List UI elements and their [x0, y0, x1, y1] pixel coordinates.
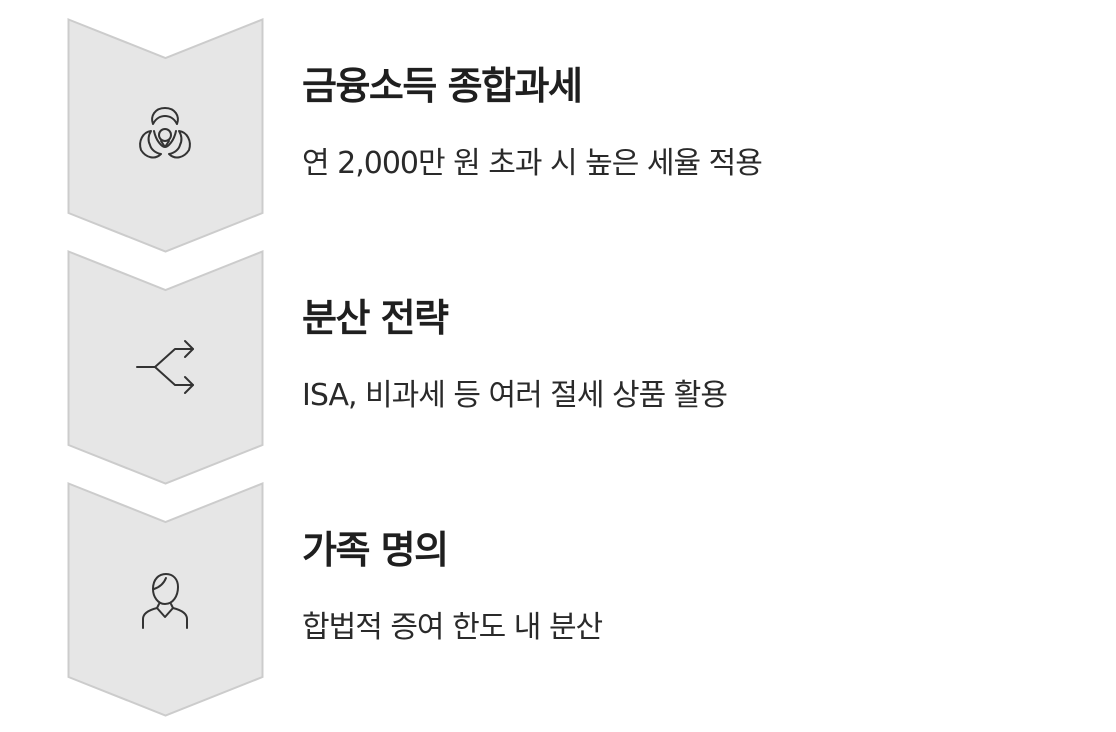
step-3-description: 합법적 증여 한도 내 분산 [302, 610, 603, 645]
biohazard-icon [133, 103, 197, 167]
step-3-title: 가족 명의 [302, 528, 449, 572]
step-2-description: ISA, 비과세 등 여러 절세 상품 활용 [302, 378, 728, 413]
step-1-title: 금융소득 종합과세 [302, 64, 583, 108]
chevron-shape [67, 482, 264, 717]
split-arrows-icon [133, 335, 197, 399]
person-icon [133, 567, 197, 631]
step-1-chevron [67, 18, 264, 253]
step-3-chevron [67, 482, 264, 717]
step-2-chevron [67, 250, 264, 485]
step-2-title: 분산 전략 [302, 296, 449, 340]
step-1-description: 연 2,000만 원 초과 시 높은 세율 적용 [302, 146, 763, 181]
chevron-shape [67, 18, 264, 253]
chevron-shape [67, 250, 264, 485]
